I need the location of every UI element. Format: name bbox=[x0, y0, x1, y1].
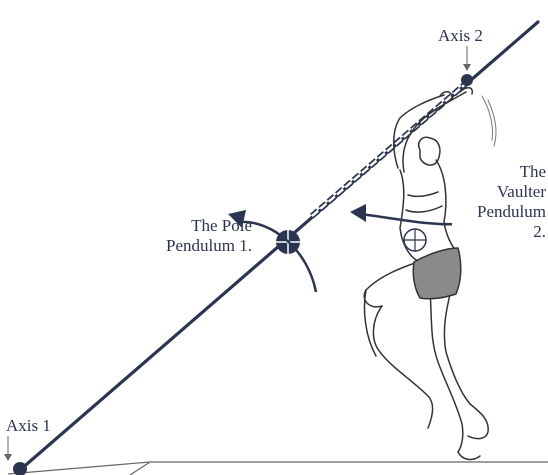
ground-lines bbox=[8, 462, 548, 475]
vaulter-shorts bbox=[413, 248, 461, 299]
axis1-pointer-arrow-icon bbox=[4, 454, 12, 461]
axis2-pivot-dot-icon bbox=[461, 74, 473, 86]
vaulter-pendulum-label-line1: The bbox=[452, 162, 546, 182]
axis2-pointer-arrow-icon bbox=[463, 64, 471, 71]
vaulter-pendulum-label-line4: 2. bbox=[452, 222, 546, 242]
vaulter-pendulum-label-line2: Vaulter bbox=[452, 182, 546, 202]
vaulter-pendulum-label-line3: Pendulum bbox=[452, 202, 546, 222]
vaulter-pendulum-label: The Vaulter Pendulum 2. bbox=[452, 162, 546, 242]
axis2-label: Axis 2 bbox=[438, 26, 483, 46]
pole-pendulum-label-line2: Pendulum 1. bbox=[142, 236, 252, 256]
pole-pendulum-label-line1: The Pole bbox=[142, 216, 252, 236]
pole-pendulum-label: The Pole Pendulum 1. bbox=[142, 216, 252, 256]
vaulter-center-of-mass-crosshair-icon bbox=[404, 229, 426, 251]
vaulter-rotation-arrow-icon bbox=[360, 214, 466, 224]
axis1-label: Axis 1 bbox=[6, 416, 51, 436]
